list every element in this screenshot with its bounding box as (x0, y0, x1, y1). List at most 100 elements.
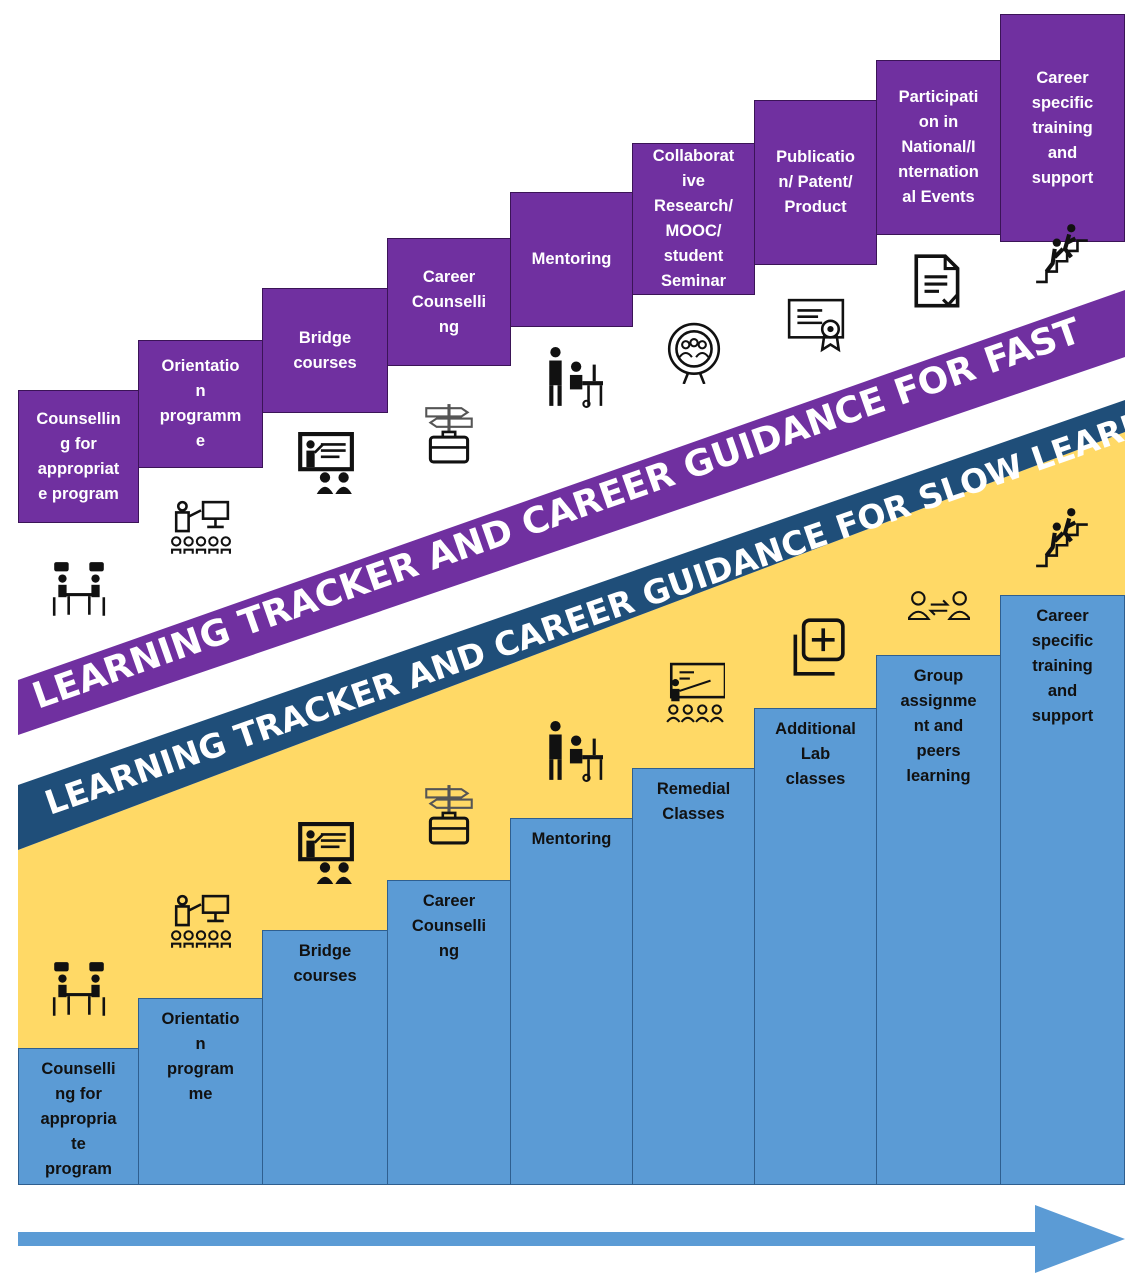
slow-step-9-line: specific (1031, 632, 1094, 650)
fast-step-9-line: support (1031, 168, 1094, 187)
fast-step-8-line: al Events (902, 188, 975, 206)
slow-step-8-line: learning (906, 767, 971, 785)
climbing-stairs-icon (1035, 508, 1088, 568)
fast-step-7-line: Product (784, 198, 847, 216)
fast-step-4-line: Counselli (411, 292, 487, 311)
fast-step-6-line: Research/ (654, 197, 733, 215)
slow-step-2-line: me (188, 1085, 213, 1103)
certificate-icon (787, 298, 844, 353)
slow-step-8-line: peers (916, 742, 961, 760)
slow-step-1-line: appropria (40, 1110, 117, 1128)
counselling-meeting-icon (52, 562, 105, 616)
fast-step-4-line: Career (422, 267, 476, 286)
slow-step-7-line: Lab (800, 745, 831, 763)
fast-step-6-line: ive (682, 172, 705, 190)
counselling-meeting-icon (52, 962, 105, 1016)
slow-step-4-line: Counselli (411, 917, 487, 935)
slow-step-7-line: Additional (775, 720, 856, 738)
fast-step-9-line: training (1032, 118, 1093, 137)
slow-learner-banner-bg (18, 400, 1125, 850)
slow-step-3: Bridge courses (262, 930, 388, 1185)
fast-step-6-line: Seminar (660, 272, 727, 290)
signpost-briefcase-icon (425, 785, 473, 845)
slow-step-2-line: n (195, 1035, 206, 1053)
mentor-desk-icon (548, 347, 603, 408)
slow-step-6-line: Remedial (656, 780, 731, 798)
fast-step-9-line: and (1047, 143, 1078, 162)
mentor-desk-icon (548, 721, 603, 782)
fast-step-1-line: Counsellin (36, 409, 121, 428)
fast-step-8-line: Participati (898, 88, 979, 106)
slow-step-8-line: nt and (913, 717, 964, 735)
slow-step-4-line: ng (438, 942, 460, 960)
fast-step-1-line: g for (60, 434, 97, 453)
fast-step-2-line: Orientatio (161, 357, 240, 375)
fast-step-9-line: specific (1031, 93, 1094, 112)
slow-step-8-line: Group (913, 667, 964, 685)
remedial-class-icon (665, 662, 725, 723)
slow-step-8-line: assignme (900, 692, 977, 710)
fast-step-7-line: Publicatio (776, 148, 855, 166)
slow-step-3-line: Bridge (298, 942, 352, 960)
fast-step-9: Career specific training and support (1000, 14, 1125, 242)
climbing-stairs-icon (1035, 224, 1088, 284)
peer-exchange-icon (907, 591, 970, 621)
slow-step-1: Counselli ng for appropria te program (18, 1048, 139, 1185)
add-square-icon (793, 618, 845, 676)
fast-step-7-line: n/ Patent/ (778, 173, 853, 191)
slow-step-1-line: program (45, 1160, 112, 1178)
classroom-board-icon (298, 822, 354, 884)
classroom-board-icon (298, 432, 354, 494)
fast-step-1-line: e program (38, 484, 119, 503)
slow-step-4-line: Career (422, 892, 476, 910)
fast-step-2-line: programm (159, 407, 242, 425)
fast-step-1: Counsellin g for appropriat e program (18, 390, 139, 523)
progress-arrow-icon (18, 1205, 1125, 1273)
fast-step-8-line: National/I (901, 138, 976, 156)
slow-step-9-line: Career (1036, 607, 1089, 625)
slow-step-6-line: Classes (662, 805, 725, 823)
fast-step-1-line: appropriat (37, 459, 120, 478)
fast-step-6-line: student (663, 247, 724, 265)
slow-step-2-line: program (167, 1060, 234, 1078)
slow-step-1-line: ng for (55, 1085, 102, 1103)
fast-step-6-line: Collaborat (652, 147, 735, 165)
fast-step-4-line: ng (438, 317, 460, 336)
slow-step-9-line: and (1047, 682, 1078, 700)
fast-step-3-line: Bridge (298, 328, 352, 347)
slow-step-8: Group assignme nt and peers learning (876, 655, 1001, 1185)
slow-step-1-line: Counselli (41, 1060, 116, 1078)
slow-step-5-line: Mentoring (531, 830, 612, 848)
slow-step-2: Orientatio n program me (138, 998, 263, 1185)
fast-learner-banner-bg (18, 290, 1125, 735)
slow-step-9: Career specific training and support (1000, 595, 1125, 1185)
orientation-presenter-icon (170, 500, 231, 554)
slow-step-7-line: classes (785, 770, 846, 788)
fast-step-6-line: MOOC/ (665, 222, 722, 240)
document-check-icon (913, 254, 959, 308)
fast-step-8: Participati on in National/I nternation al E… (876, 60, 1001, 235)
fast-step-8-line: on in (918, 113, 959, 131)
slow-step-9-line: training (1032, 657, 1093, 675)
slow-step-2-line: Orientatio (161, 1010, 240, 1028)
fast-step-5: Mentoring (510, 192, 633, 327)
slow-step-3-line: courses (293, 967, 357, 985)
slow-step-9-line: support (1031, 707, 1094, 725)
research-badge-icon (667, 322, 720, 384)
slow-step-1-line: te (71, 1135, 86, 1153)
fast-step-5-line: Mentoring (531, 250, 612, 268)
orientation-presenter-icon (170, 894, 231, 948)
fast-step-8-line: nternation (898, 163, 979, 181)
fast-step-2-line: n (195, 382, 206, 400)
fast-step-7: Publicatio n/ Patent/Product (754, 100, 877, 265)
slow-step-5: Mentoring (510, 818, 633, 1185)
fast-step-9-line: Career (1036, 68, 1089, 87)
